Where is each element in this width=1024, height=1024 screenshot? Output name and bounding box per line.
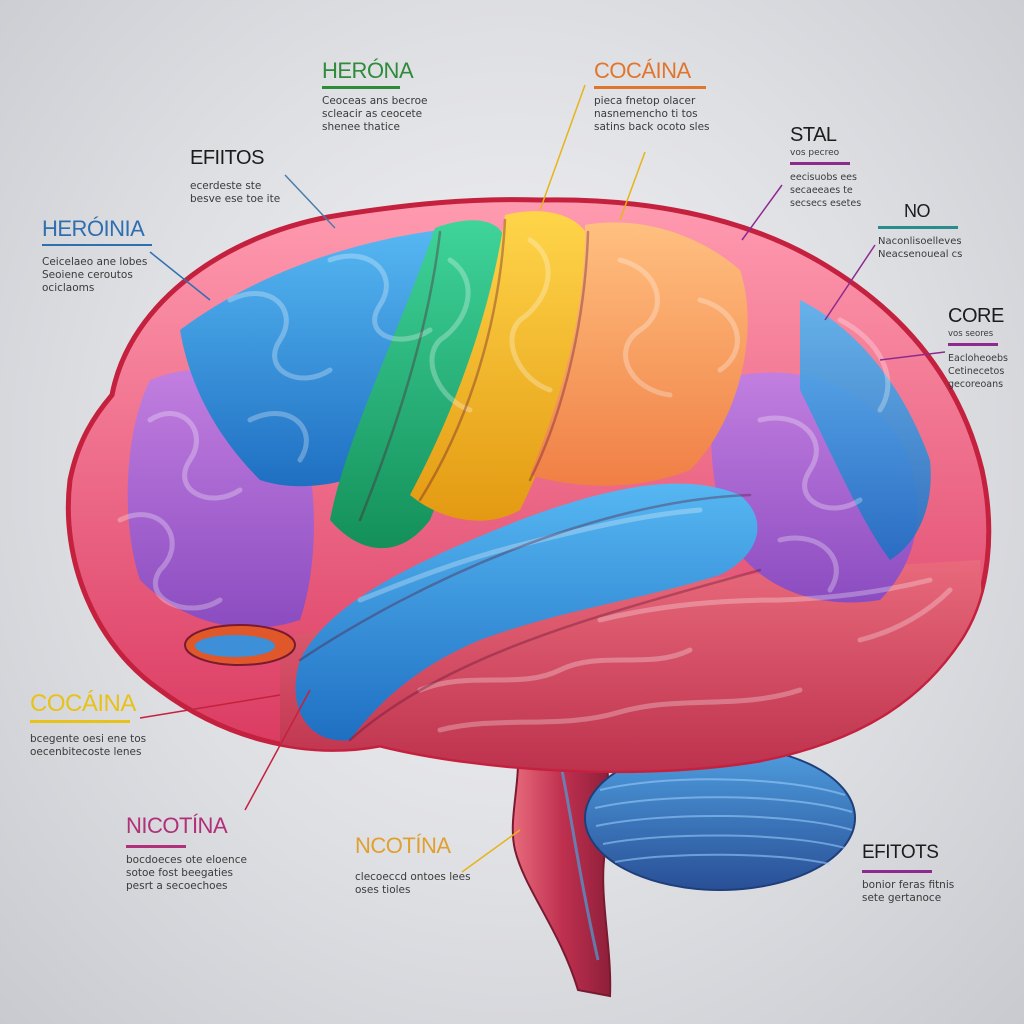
label-title: NICOTÍNA: [126, 813, 228, 838]
brain-cortex: [65, 197, 992, 774]
label-efiitos: EFIITOS ecerdeste ste besve ese toe ite: [190, 148, 280, 206]
label-heroinia-left: HERÓINIA Ceicelaeo ane lobes Seoiene cer…: [42, 218, 152, 295]
label-underline: [322, 86, 400, 89]
label-title: NO: [904, 201, 931, 221]
leader-lines: [139, 84, 946, 873]
label-title: COCÁINA: [30, 690, 136, 717]
label-description: Ceicelaeo ane lobes Seoiene ceroutos oci…: [42, 256, 148, 294]
label-title: NCOTÍNA: [355, 833, 451, 858]
label-description: ecerdeste ste besve ese toe ite: [190, 180, 281, 205]
label-stal: STAL vos pecreo eecisuobs ees secaeeaes …: [790, 125, 861, 210]
label-title: CORE: [948, 305, 1004, 327]
label-description: clecoeccd ontoes lees oses tioles: [355, 871, 471, 896]
label-description: Naconlisoelleves Neacsenoueal cs: [878, 236, 963, 260]
cerebellum: [584, 745, 856, 891]
label-description: eecisuobs ees secaeeaes te secsecs esete…: [790, 172, 862, 209]
label-underline: [30, 720, 130, 723]
label-description: bonior feras fitnis sete gertanoce: [862, 879, 955, 904]
label-title: COCÁINA: [594, 58, 691, 83]
label-underline: [42, 244, 152, 246]
label-description: Ceoceas ans becroe scleacir as ceocete s…: [322, 95, 428, 133]
label-subtitle: vos pecreo: [790, 148, 840, 158]
label-description: bocdoeces ote eloence sotoe fost beegati…: [126, 854, 247, 892]
label-efitots: EFITOTS bonior feras fitnis sete gertano…: [862, 843, 954, 905]
label-description: Eacloheoebs Cetinecetos gecoreoans: [948, 353, 1009, 390]
label-title: EFITOTS: [862, 842, 939, 863]
label-underline: [862, 870, 932, 873]
label-cocaina-left: COCÁINA bcegente oesi ene tos oecenbitec…: [30, 692, 146, 759]
label-subtitle: vos seores: [948, 329, 994, 339]
brain-stem: [511, 744, 612, 998]
label-title: STAL: [790, 124, 837, 146]
label-underline: [948, 343, 998, 346]
label-underline: [126, 845, 186, 848]
label-description: bcegente oesi ene tos oecenbitecoste len…: [30, 733, 147, 758]
label-nicotina: NICOTÍNA bocdoeces ote eloence sotoe fos…: [126, 815, 247, 893]
label-core: CORE vos seores Eacloheoebs Cetinecetos …: [948, 306, 1008, 391]
label-cocaina-top: COCÁINA pieca fnetop olacer nasnemencho …: [594, 60, 710, 134]
label-description: pieca fnetop olacer nasnemencho ti tos s…: [594, 95, 710, 133]
label-underline: [790, 162, 850, 165]
label-underline: [594, 86, 706, 89]
label-heroina-top: HERÓNA Ceoceas ans becroe scleacir as ce…: [322, 60, 427, 134]
label-title: HERÓINIA: [42, 216, 145, 241]
label-no: NO Naconlisoelleves Neacsenoueal cs: [878, 202, 962, 261]
label-underline: [878, 226, 958, 229]
label-title: HERÓNA: [322, 58, 414, 83]
label-ncotina: NCOTÍNA clecoeccd ontoes lees oses tiole…: [355, 835, 471, 897]
label-title: EFIITOS: [190, 147, 264, 169]
